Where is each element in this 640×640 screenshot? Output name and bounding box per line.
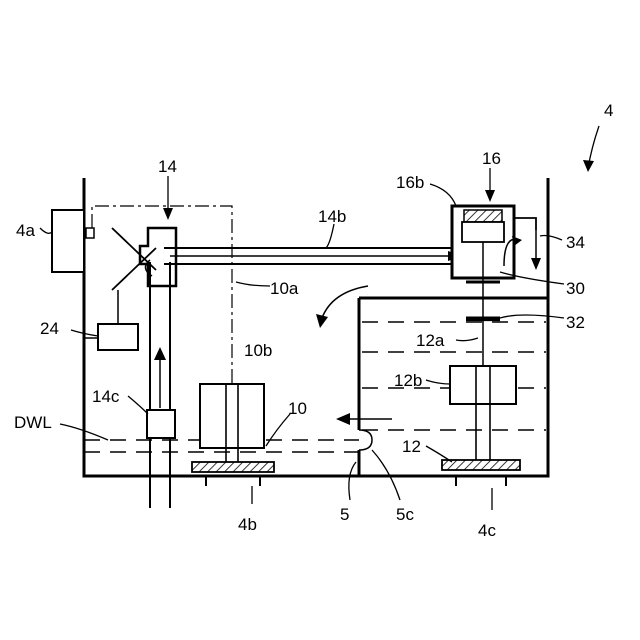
reference-labels: 4 4a 4b 4c 5 5c 10 10a 10b 12 12a 12b 14… (14, 101, 613, 540)
label-dwl: DWL (14, 413, 52, 432)
label-5: 5 (340, 505, 349, 524)
label-10: 10 (288, 399, 307, 418)
unit-16 (452, 206, 541, 318)
label-14c: 14c (92, 387, 120, 406)
sensor-24 (84, 290, 138, 350)
label-4: 4 (604, 101, 613, 120)
label-4c: 4c (478, 521, 496, 540)
label-4b: 4b (238, 515, 257, 534)
label-16b: 16b (396, 173, 424, 192)
label-14b: 14b (318, 207, 346, 226)
label-30: 30 (566, 279, 585, 298)
pump-10 (192, 384, 274, 472)
vertical-pipe (150, 262, 170, 508)
label-12: 12 (402, 437, 421, 456)
label-4a: 4a (16, 221, 35, 240)
label-10a: 10a (270, 279, 299, 298)
pump-12 (442, 320, 520, 470)
label-32: 32 (566, 313, 585, 332)
device-14 (112, 228, 176, 290)
flow-arrow-5c (336, 413, 392, 425)
label-24: 24 (40, 319, 59, 338)
label-16: 16 (482, 149, 501, 168)
label-34: 34 (566, 233, 585, 252)
label-5c: 5c (396, 505, 414, 524)
valve-14c (147, 410, 175, 438)
label-12b: 12b (394, 371, 422, 390)
label-12a: 12a (416, 331, 445, 350)
label-14: 14 (158, 157, 177, 176)
label-10b: 10b (244, 341, 272, 360)
horizontal-pipe-14b (164, 248, 462, 264)
part-4a (52, 210, 94, 272)
